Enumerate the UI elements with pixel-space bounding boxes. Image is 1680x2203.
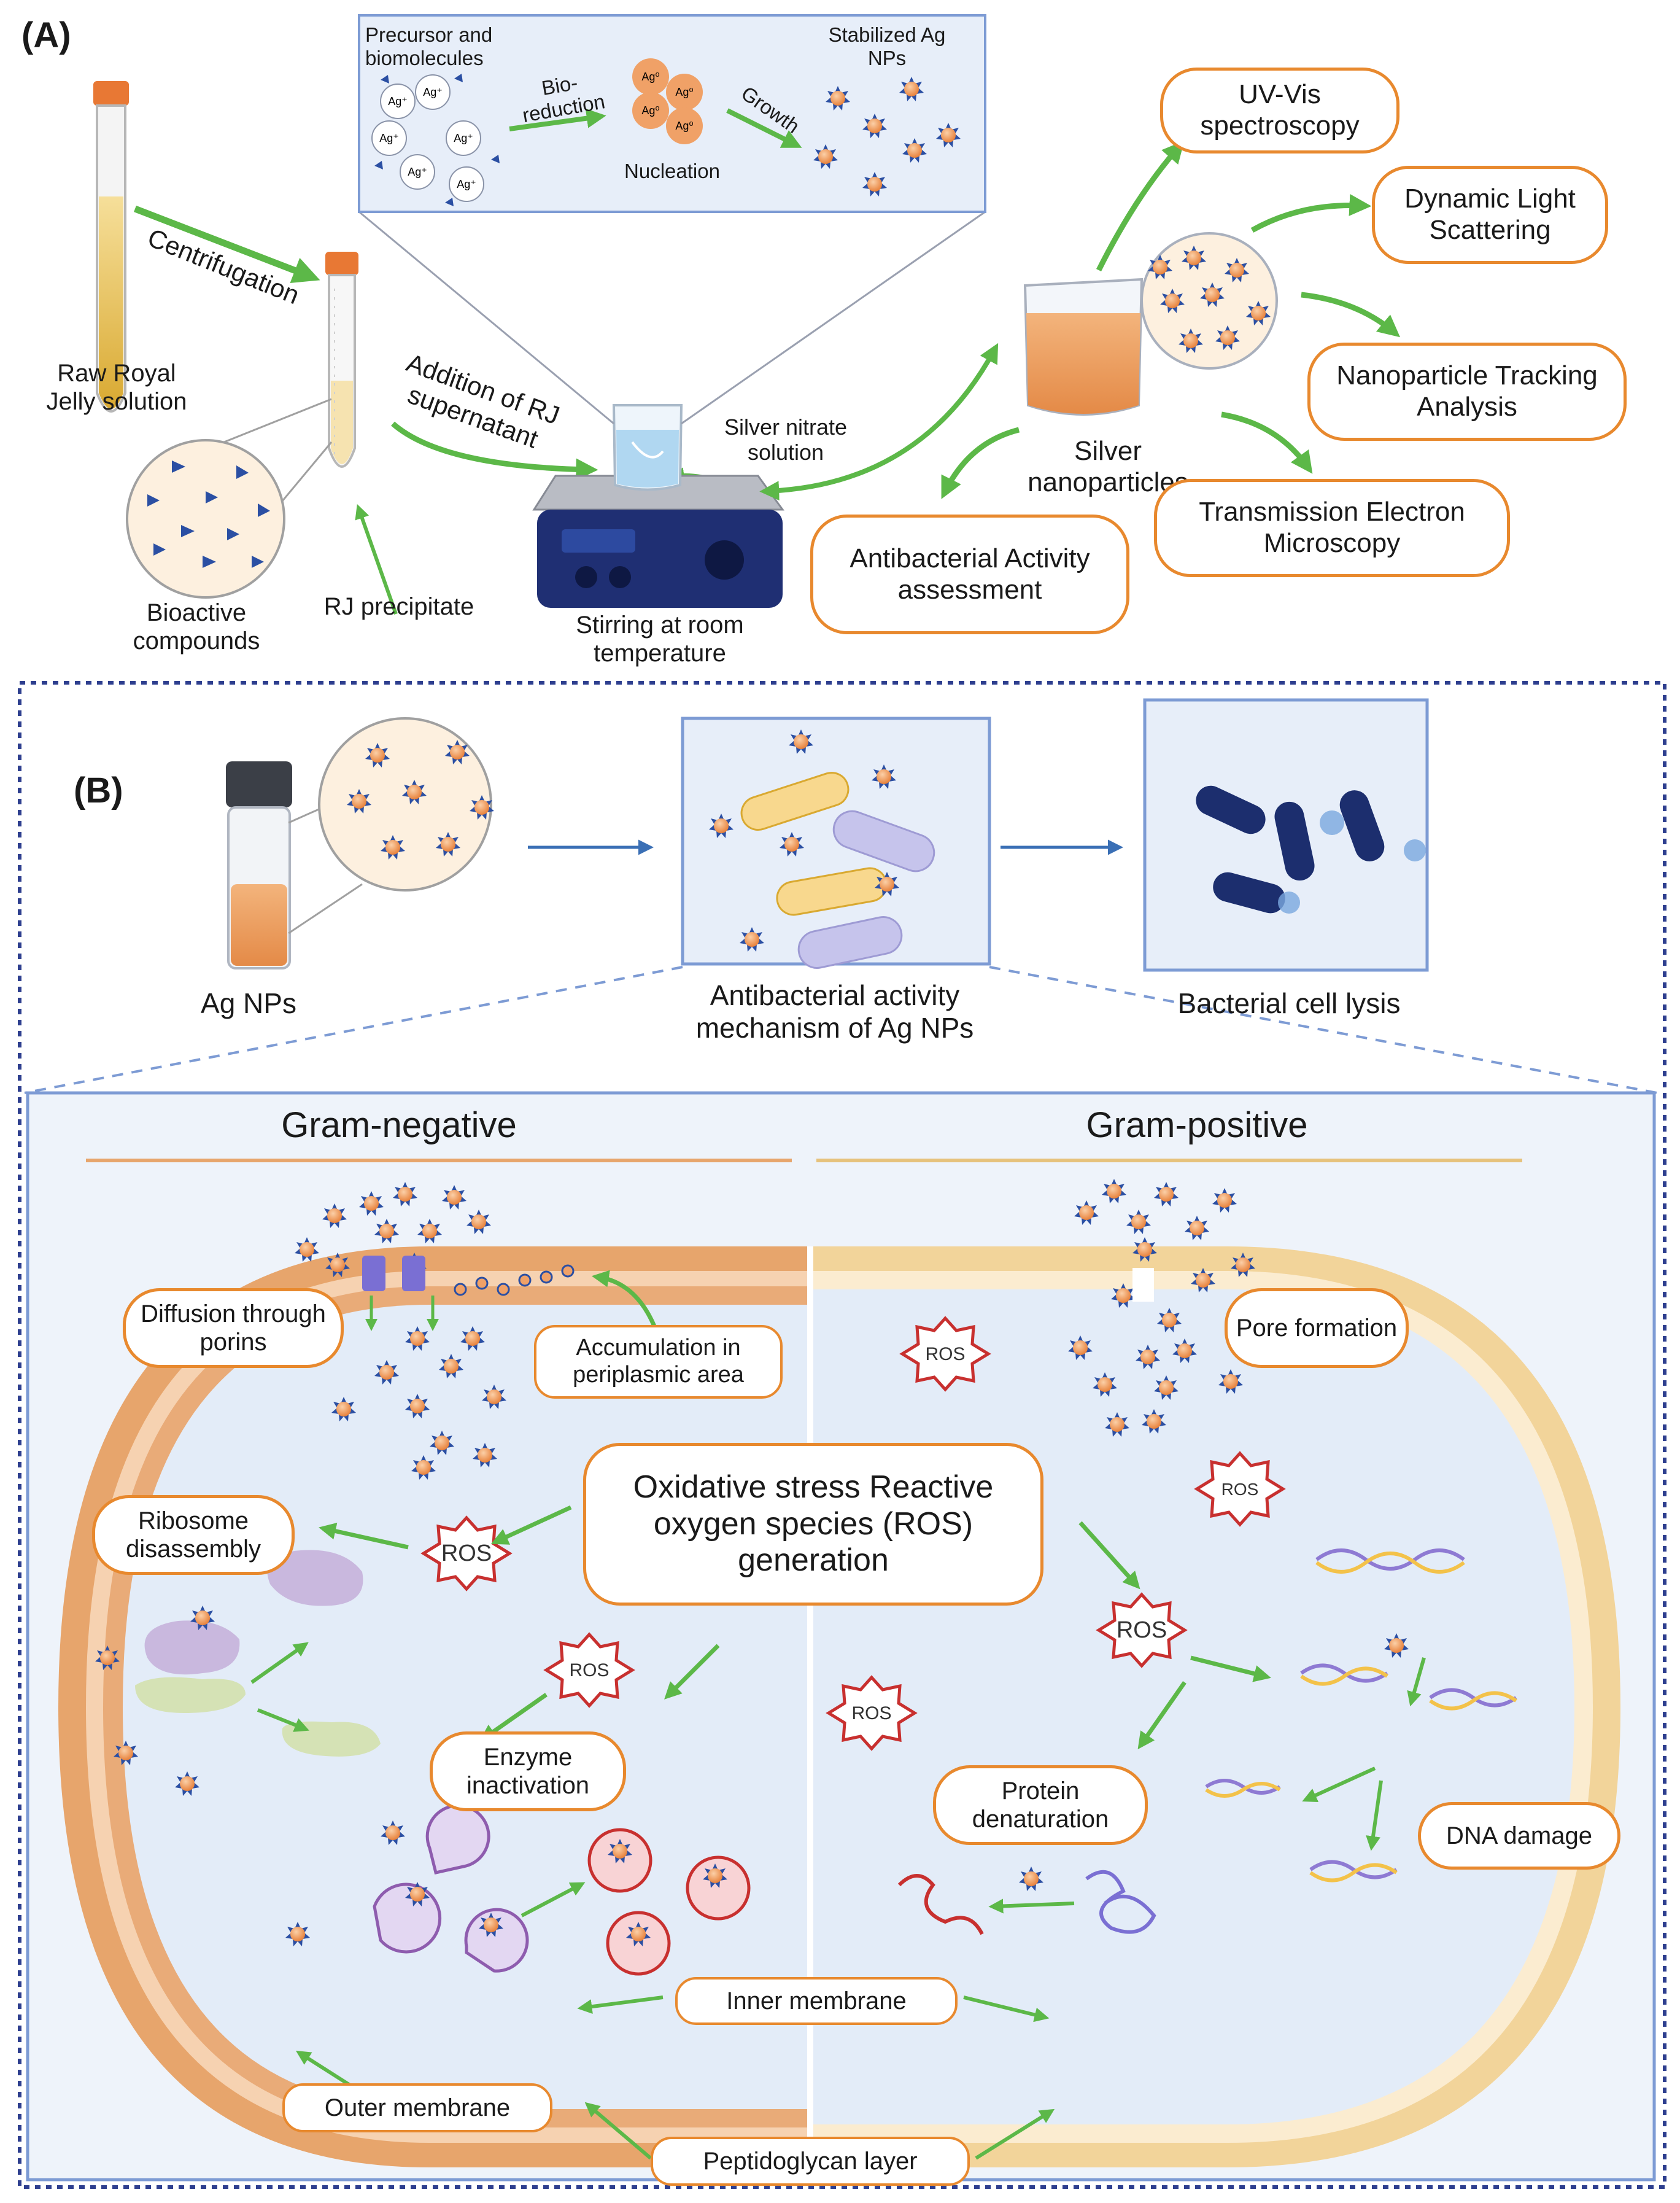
rj-precipitate-label: RJ precipitate (323, 593, 474, 620)
enzyme-shapes (285, 1804, 751, 1976)
ros-label: ROS (1117, 1617, 1167, 1643)
ag-ion-label: Ag⁺ (457, 178, 476, 190)
nta-box: Nanoparticle Tracking Analysis (1307, 343, 1627, 441)
nucleation-cluster: Ag⁰ Ag⁰ Ag⁰ Ag⁰ (632, 58, 703, 144)
uv-vis-box: UV-Vis spectroscopy (1160, 68, 1399, 153)
inner-membrane-box: Inner membrane (675, 1977, 958, 2025)
mechanism-label: Antibacterial activity mechanism of Ag N… (695, 979, 974, 1044)
ag-ion-bubbles: Ag⁺ Ag⁺ Ag⁺ Ag⁺ Ag⁺ Ag⁺ (371, 74, 484, 202)
bioactive-compound-triangles (147, 460, 270, 568)
stirring-label: Stirring at room temperature (576, 612, 744, 667)
outer-membrane-box: Outer membrane (282, 2083, 552, 2132)
ros-label: ROS (851, 1703, 891, 1723)
dls-box: Dynamic Light Scattering (1372, 166, 1608, 264)
ag-ion-label: Ag⁺ (454, 132, 473, 144)
inset-precursor-label: Precursor and biomolecules (365, 23, 493, 69)
lysis-label: Bacterial cell lysis (1177, 987, 1401, 1019)
inset-stabilized-label: Stabilized Ag NPs (828, 23, 946, 69)
ros-label: ROS (441, 1541, 492, 1566)
silver-nitrate-label: Silver nitrate solution (724, 414, 848, 465)
bioactive-label: Bioactive compounds (133, 599, 260, 655)
ag-ion-label: Ag⁺ (408, 166, 427, 178)
accumulation-box: Accumulation in periplasmic area (534, 1325, 783, 1399)
protein-coils (897, 1870, 1156, 1935)
tem-box: Transmission Electron Microscopy (1154, 479, 1510, 577)
raw-rj-tube-icon (93, 81, 129, 413)
ag-ion-label: Ag⁺ (379, 132, 399, 144)
ribosome-box: Ribosome disassembly (92, 1495, 295, 1575)
dna-strands (1205, 1548, 1517, 1882)
inset-nucleation-label: Nucleation (624, 160, 720, 182)
antibacterial-box: Antibacterial Activity assessment (810, 515, 1129, 634)
raw-rj-label: Raw Royal Jelly solution (46, 360, 187, 415)
ag-zero-label: Ag⁰ (641, 71, 659, 83)
ag-zero-label: Ag⁰ (675, 120, 693, 132)
reaction-beaker-icon (612, 404, 683, 491)
magnetic-stirrer-icon (532, 475, 784, 608)
porin-icon (362, 1256, 425, 1291)
lysed-bacteria (1196, 785, 1426, 914)
ag-nps-label: Ag NPs (201, 987, 296, 1019)
ag-zero-label: Ag⁰ (641, 104, 659, 117)
panel-a-art: Ag⁺ Ag⁺ Ag⁺ Ag⁺ Ag⁺ Ag⁺ Ag⁰ Ag⁰ Ag⁰ Ag⁰ (93, 14, 1401, 615)
oxidative-stress-box: Oxidative stress Reactive oxygen species… (583, 1443, 1043, 1606)
silver-np-label: Silver nanoparticles (1028, 436, 1188, 497)
rj-precipitate-tube-icon (325, 252, 358, 468)
diffusion-box: Diffusion through porins (123, 1288, 344, 1368)
ribosome-shapes (95, 1550, 381, 1796)
panel-b-top-art (24, 698, 1658, 1094)
periplasm-np-trail (454, 1264, 575, 1296)
enzyme-box: Enzyme inactivation (430, 1731, 626, 1811)
bacteria-with-np (709, 729, 935, 969)
panel-a-tag: (A) (21, 15, 71, 55)
gram-negative-title: Gram-negative (281, 1105, 517, 1145)
ros-label: ROS (925, 1344, 965, 1364)
ros-label: ROS (569, 1660, 609, 1680)
pore-formation-box: Pore formation (1225, 1288, 1409, 1368)
ag-ion-label: Ag⁺ (423, 86, 443, 98)
silver-np-beaker-icon (1023, 278, 1144, 416)
gram-positive-title: Gram-positive (1086, 1105, 1308, 1145)
protein-box: Protein denaturation (933, 1765, 1148, 1845)
ag-zero-label: Ag⁰ (675, 86, 693, 98)
ag-ion-label: Ag⁺ (388, 95, 408, 107)
peptidoglycan-box: Peptidoglycan layer (651, 2137, 970, 2186)
ag-np-vial-icon (226, 761, 292, 969)
panel-b-tag: (B) (74, 771, 123, 810)
dna-damage-box: DNA damage (1418, 1802, 1620, 1870)
ros-label: ROS (1221, 1480, 1259, 1499)
